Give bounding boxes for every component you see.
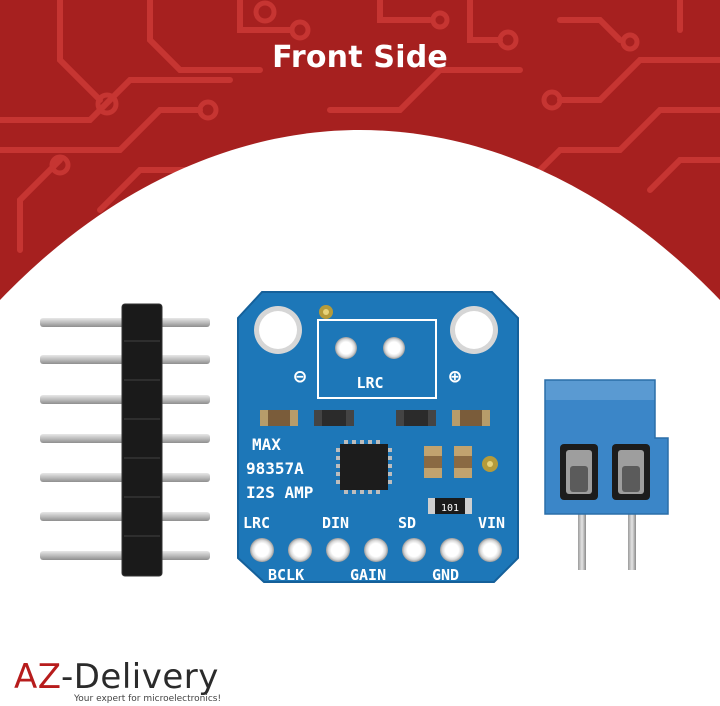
label-model: 98357A [246,459,304,478]
label-lrc-top: LRC [356,374,383,392]
logo-tagline: Your expert for microelectronics! [74,694,222,704]
speaker-pad-minus [335,337,357,359]
mounting-hole-right [450,306,498,354]
logo-part-b: -Delivery [60,657,219,697]
speaker-pad-plus [383,337,405,359]
label-sd: SD [398,514,416,532]
board-pin-pads [250,538,502,562]
label-gain: GAIN [350,566,386,584]
header-plastic [121,303,163,577]
amplifier-chip [336,440,392,494]
terminal-slot-left [560,444,598,500]
label-minus: ⊖ [294,364,306,388]
terminal-slot-right [612,444,650,500]
label-bclk: BCLK [268,566,304,584]
label-i2s-amp: I2S AMP [246,483,313,502]
mounting-hole-left [254,306,302,354]
label-vin: VIN [478,514,505,532]
logo-wordmark: AZ-Delivery [14,660,219,694]
resistor: 101 [428,498,472,514]
speaker-terminal-outline [317,319,437,399]
page-title: Front Side [272,40,448,75]
resistor-code: 101 [441,503,459,514]
amplifier-board: LRC ⊖ ⊕ [237,291,519,584]
capacitors [260,410,490,426]
label-lrc: LRC [243,514,270,532]
screw-terminal [544,379,669,570]
small-capacitors [424,446,498,478]
label-max: MAX [252,435,281,454]
label-din: DIN [322,514,349,532]
logo-part-a: AZ [14,657,61,697]
brand-logo: AZ-Delivery Your expert for microelectro… [14,660,274,704]
label-gnd: GND [432,566,459,584]
label-plus: ⊕ [449,364,461,388]
pin-header [40,303,210,577]
